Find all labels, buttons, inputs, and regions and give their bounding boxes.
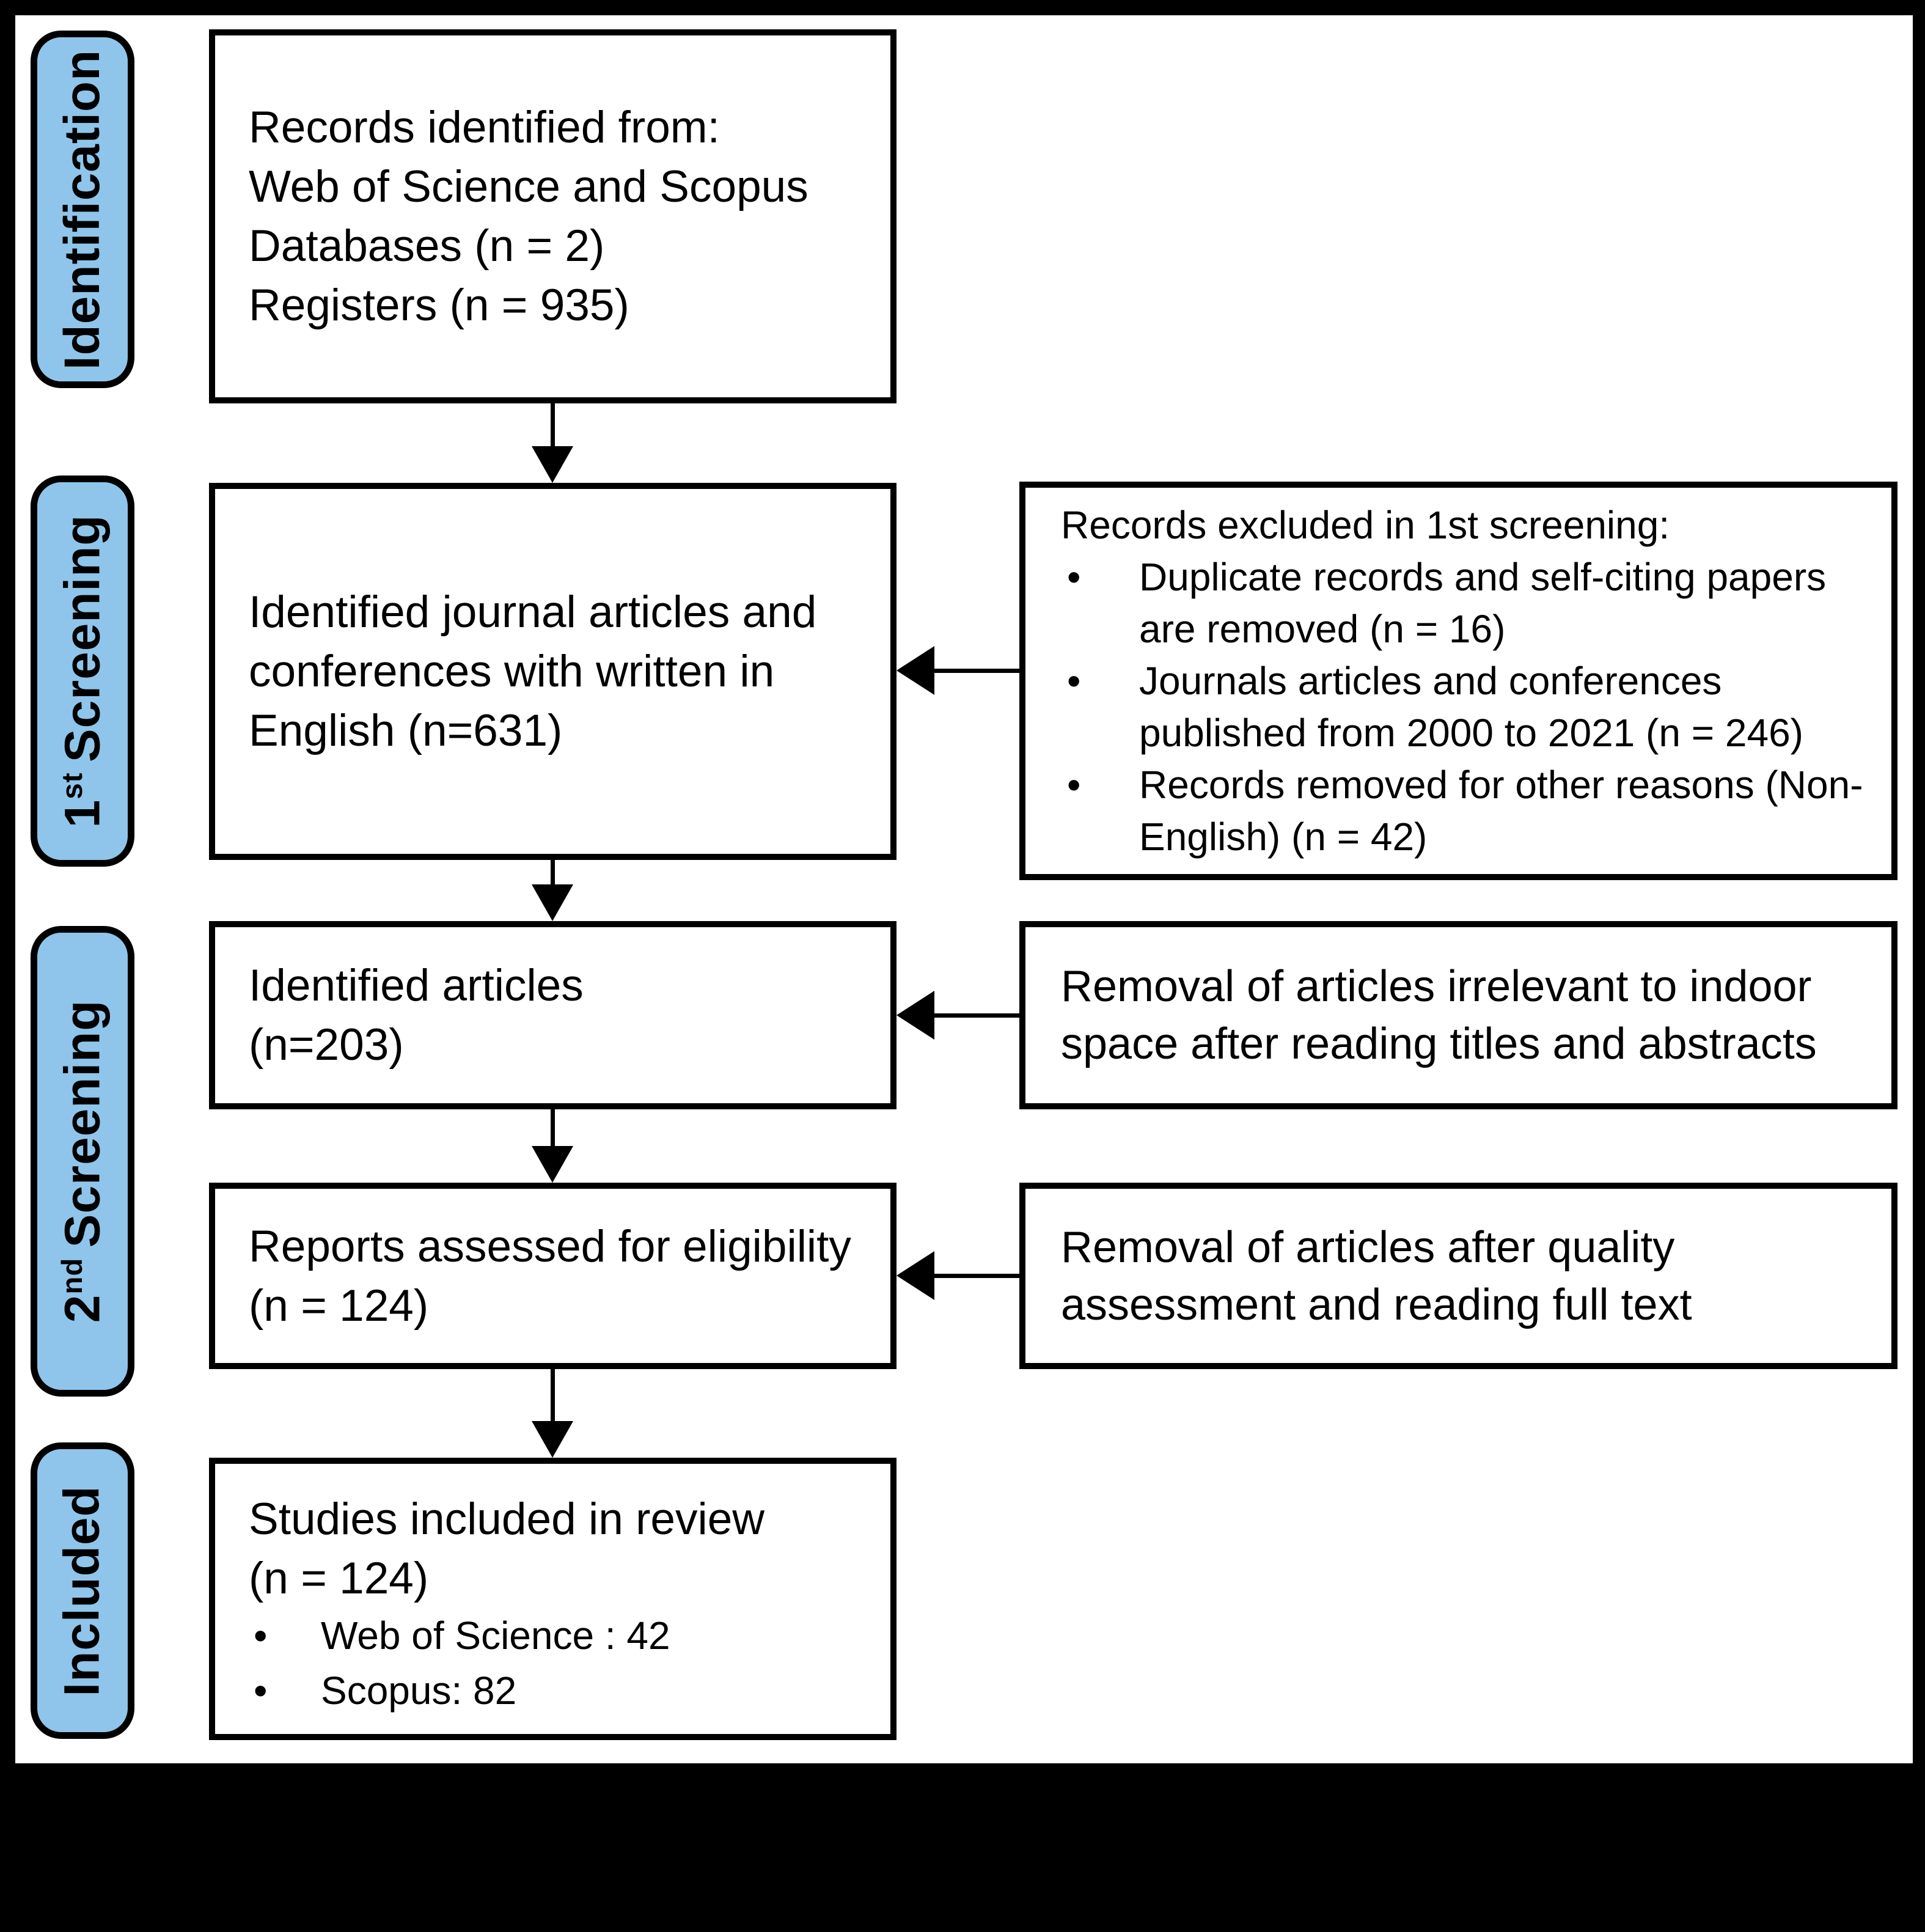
stage-label-first-screening: 1st Screening [31,476,134,867]
box-text-line: Reports assessed for eligibility [249,1221,851,1271]
arrow-line [934,668,1019,673]
box-text-line: Web of Science and Scopus [249,162,809,211]
ordinal-suffix: st [56,772,89,799]
left-arrow [897,991,1019,1040]
bullet-item: • Scopus: 82 [249,1663,875,1718]
box-text-line: Records identified from: [249,103,720,152]
stage-label-text: 2nd Screening [54,1000,111,1323]
box-text-line: Records excluded in 1st screening: [1061,502,1670,547]
arrow-head-icon [532,1146,573,1183]
box-text-line: Registers (n = 935) [249,281,629,330]
box-text-line: Databases (n = 2) [249,221,605,271]
stage-label-word: Screening [54,514,110,763]
bullet-text: Duplicate records and self-citing papers… [1139,554,1827,651]
down-arrow [530,1369,574,1458]
box-text-line: English (n=631) [249,706,563,755]
box-removal-irrelevant-indoor: Removal of articles irrelevant to indoor… [1019,921,1898,1109]
bullet-text: Scopus: 82 [321,1669,517,1713]
box-text-line: (n = 124) [249,1554,429,1603]
arrow-line [550,403,555,446]
box-text-line: Identified journal articles and [249,587,817,637]
bullet-item: • Duplicate records and self-citing pape… [1061,551,1864,655]
box-reports-assessed: Reports assessed for eligibility (n = 12… [209,1183,897,1369]
left-arrow [897,1251,1019,1300]
box-text-line: Removal of articles irrelevant to indoor [1061,962,1812,1011]
box-text-line: space after reading titles and abstracts [1061,1019,1817,1068]
bullet-text: Records removed for other reasons (Non-E… [1139,762,1863,859]
box-records-excluded-first-screening: Records excluded in 1st screening: • Dup… [1019,482,1898,880]
box-studies-included: Studies included in review (n = 124) • W… [209,1458,897,1740]
arrow-head-icon [897,1251,934,1300]
stage-label-text: Identification [54,49,110,370]
box-text-line: conferences with written in [249,647,775,696]
stage-label-included: Included [31,1442,134,1739]
bullet-glyph: • [254,1614,268,1658]
bullet-item: • Web of Science : 42 [249,1608,875,1663]
box-identified-journal-articles: Identified journal articles and conferen… [209,483,897,860]
stage-label-word: Screening [54,999,110,1248]
box-text-line: Removal of articles after quality [1061,1222,1675,1272]
arrow-head-icon [897,991,934,1040]
arrow-line [934,1013,1019,1018]
box-removal-quality-assessment: Removal of articles after quality assess… [1019,1183,1898,1369]
stage-label-text: Included [54,1485,111,1697]
down-arrow [530,860,574,921]
box-text-line: (n=203) [249,1020,404,1070]
arrow-head-icon [532,446,573,483]
stage-label-text: 1st Screening [54,515,111,828]
stage-label-number: 2 [54,1294,110,1323]
stage-label-number: 1 [54,799,110,828]
arrow-line [550,1369,555,1421]
bullet-item: • Records removed for other reasons (Non… [1061,759,1864,863]
arrow-line [934,1273,1019,1278]
stage-label-identification: Identification [31,31,134,388]
bullet-glyph: • [1067,762,1081,807]
arrow-head-icon [897,646,934,695]
bullet-glyph: • [254,1669,268,1713]
bullet-text: Journals articles and conferences publis… [1139,658,1803,755]
arrow-head-icon [532,1421,573,1458]
down-arrow [530,403,574,483]
stage-label-second-screening: 2nd Screening [31,926,134,1397]
left-arrow [897,646,1019,695]
box-identified-articles: Identified articles (n=203) [209,921,897,1109]
arrow-line [550,1109,555,1146]
box-text-line: (n = 124) [249,1280,429,1331]
box-records-identified: Records identified from: Web of Science … [209,29,897,403]
box-text-line: Studies included in review [249,1494,765,1544]
bullet-glyph: • [1067,658,1081,703]
ordinal-suffix: nd [56,1257,89,1295]
arrow-line [550,860,555,884]
box-text-line: Identified articles [249,961,584,1010]
bullet-item: • Journals articles and conferences publ… [1061,655,1864,759]
box-text-line: assessment and reading full text [1061,1280,1692,1329]
arrow-head-icon [532,884,573,921]
bullet-text: Web of Science : 42 [321,1614,670,1658]
bullet-glyph: • [1067,554,1081,599]
down-arrow [530,1109,574,1183]
